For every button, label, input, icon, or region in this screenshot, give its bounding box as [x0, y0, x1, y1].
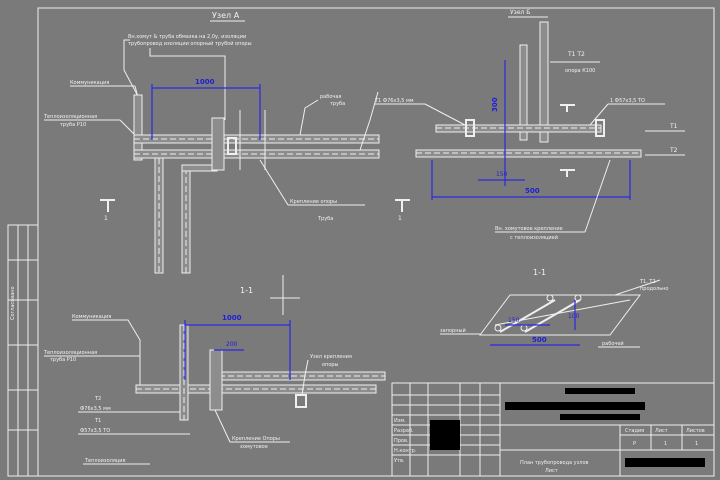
section-right-label-left: запорный: [440, 327, 466, 334]
side-strip: [7, 224, 39, 477]
dimension-150: 150: [496, 171, 508, 178]
side-strip-label: Согласовано: [10, 286, 16, 320]
stamp-row-2: Разраб.: [394, 428, 414, 434]
section-left-label-5: Ф76х3,5 мм: [80, 406, 111, 412]
section-left-dimension-200: 200: [226, 341, 238, 348]
view-b-label-left: Т1 Ф76х3,5 мм: [374, 98, 414, 104]
section-dimension-100: 100: [568, 313, 580, 320]
view-a-label-bottom-2: Труба: [317, 216, 333, 222]
section-dimension-500: 500: [532, 336, 547, 344]
redacted-block-1: [565, 388, 635, 394]
view-b-label-t1-end: Т1: [669, 123, 678, 130]
view-a-note-1: Вн.хомут & труба обмазка на 2,0у, изоляц…: [128, 34, 246, 40]
stamp-cell-3: Листов: [686, 428, 705, 434]
view-a-label-left-3: труба Р10: [60, 122, 86, 128]
section-left-title: 1-1: [240, 286, 253, 295]
support-leg-2: [181, 167, 191, 274]
stamp-bottom-text-2: Лист: [545, 468, 558, 474]
view-a-note-2: трубопровод изоляции опорный трубой опор…: [128, 40, 252, 47]
redacted-block-3: [560, 414, 640, 420]
dimension-1000: 1000: [195, 78, 215, 86]
section-clamp: [209, 349, 223, 411]
stamp-cell-1: Стадия: [625, 428, 644, 434]
section-left-label-bottom: Крепление Опоры: [232, 436, 280, 442]
view-a-label-left-2: Теплоизоляционная: [43, 114, 97, 120]
section-left-label-7: Ф57х3,5 ТО: [80, 428, 110, 434]
clamp-block: [211, 117, 225, 171]
section-dimension-150: 150: [508, 317, 520, 324]
section-right-title: 1-1: [533, 268, 546, 277]
section-right-label-2: продольно: [640, 286, 669, 292]
redacted-block-5: [625, 458, 705, 467]
stamp-row-4: Н.контр.: [394, 448, 417, 454]
riser-pipe-2: [519, 44, 528, 141]
section-left-label-2: Теплоизоляционная: [43, 350, 97, 356]
view-a-title: Узел А: [212, 11, 240, 20]
section-right-label-1: Т1, Т2: [639, 279, 656, 285]
stamp-value-2: 1: [664, 441, 667, 447]
stamp-value-3: 1: [695, 441, 698, 447]
stamp-cell-2: Лист: [655, 428, 668, 434]
section-left-label-6: Т1: [94, 418, 101, 424]
view-b-label-right: 1 Ф57х3,5 ТО: [610, 98, 645, 104]
view-b-label-t2-end: Т2: [669, 147, 678, 154]
section-left-label-8: Теплоизоляция: [84, 458, 126, 464]
stamp-bottom-text-1: План трубопровода узлов: [520, 460, 589, 466]
section-left-label-right-2: опоры: [322, 362, 339, 368]
view-b-title: Узел Б: [510, 9, 530, 16]
redacted-block-4: [430, 420, 460, 450]
section-right-label-bottom: рабочей: [602, 340, 624, 347]
view-b-label-t1: Т1 Т2: [567, 51, 585, 58]
dimension-500: 500: [525, 187, 540, 195]
riser-pipe-1: [539, 21, 549, 143]
section-left-label-1: Коммуникация: [72, 314, 111, 320]
section-left-label-3: труба Р10: [50, 357, 76, 363]
section-mark-right: 1: [398, 215, 402, 222]
section-left-dimension-1000: 1000: [222, 314, 242, 322]
view-b-label-t1-sub: опора К100: [565, 68, 595, 74]
section-left-label-bottom-2: хомутовое: [240, 444, 268, 450]
vertical-pipe: [133, 94, 143, 161]
section-left-label-right-1: Узел крепления: [310, 354, 352, 360]
view-a-label-right-2: труба: [330, 101, 345, 107]
view-a-label-left-1: Коммуникация: [70, 80, 109, 86]
title-block: [391, 382, 715, 477]
section-mark-left: 1: [104, 215, 108, 222]
redacted-block-2: [505, 402, 645, 410]
stamp-value-1: Р: [633, 441, 636, 447]
view-b-note-2: с теплоизоляцией: [510, 234, 558, 241]
view-b-note-1: Вн. хомутовое крепление: [495, 226, 563, 232]
section-left-label-4: Т2: [94, 396, 101, 402]
view-a-label-bottom: Крепление опоры: [290, 199, 337, 205]
section-plate: [479, 294, 641, 336]
dimension-300: 300: [491, 97, 499, 112]
stamp-row-1: Изм.: [394, 418, 406, 424]
stamp-row-5: Утв.: [394, 458, 405, 464]
view-a-label-right-1: рабочая: [320, 94, 341, 100]
stamp-row-3: Пров.: [394, 438, 409, 444]
